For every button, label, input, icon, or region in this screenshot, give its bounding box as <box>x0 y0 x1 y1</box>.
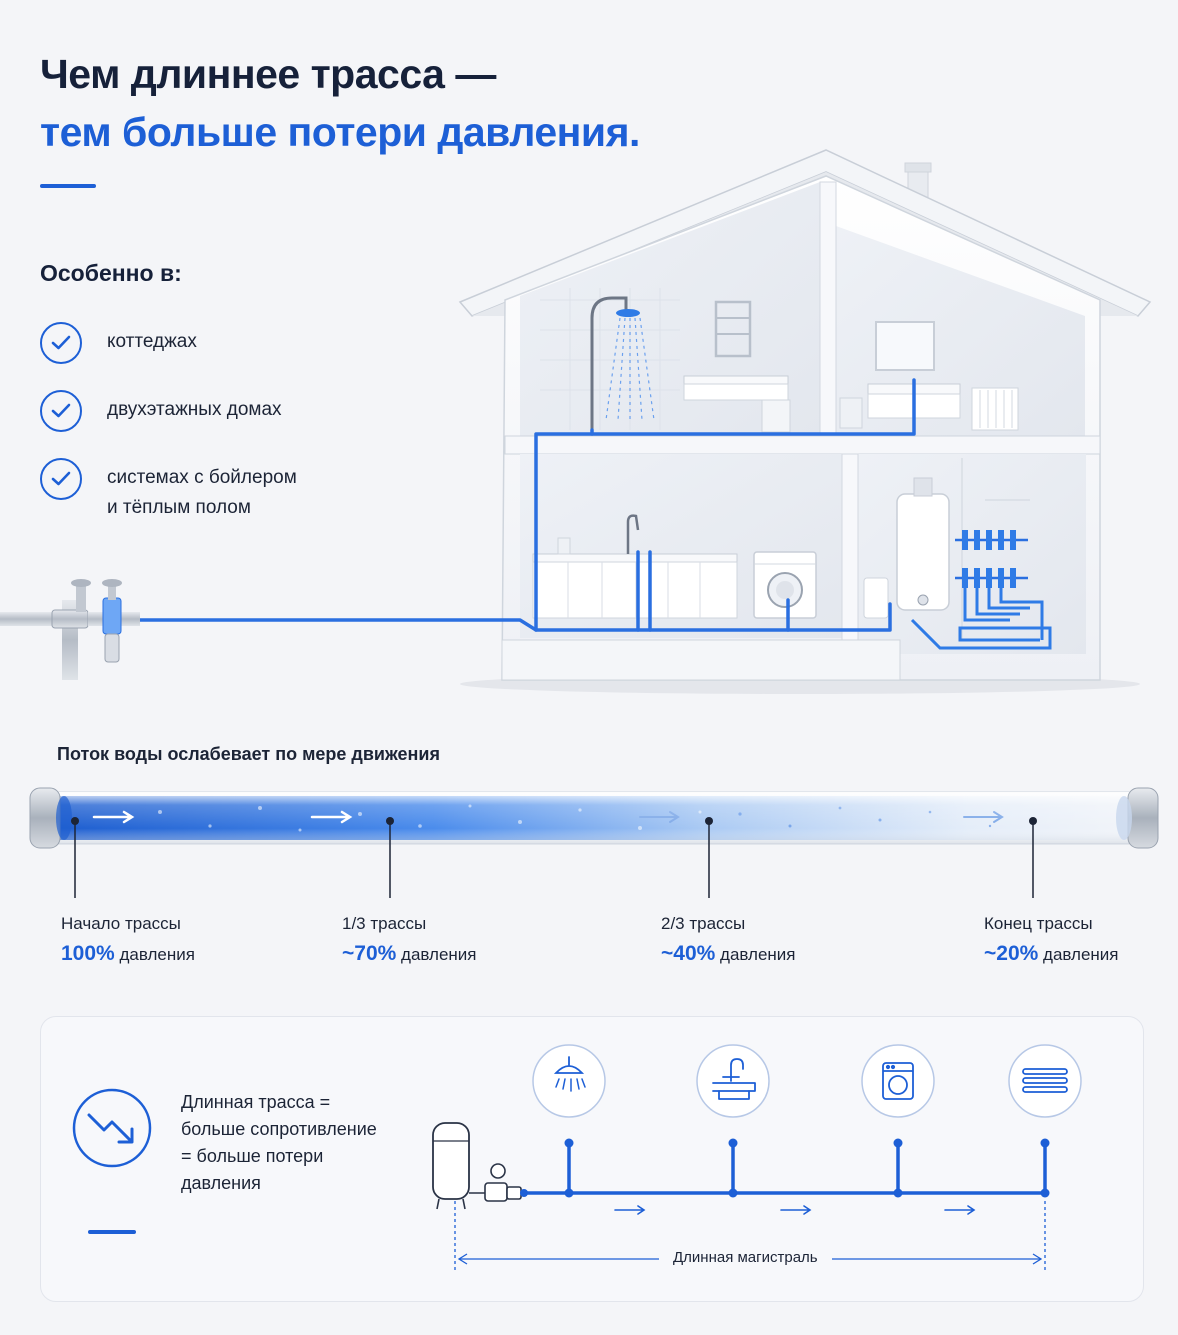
checkmark-icon <box>40 322 82 364</box>
check-item-label-2: и тёплым полом <box>107 497 251 518</box>
card-explanation: Длинная трасса = больше сопротивление = … <box>181 1089 377 1197</box>
water-pipe-illustration <box>29 787 1159 898</box>
washing-machine-icon <box>882 1062 914 1100</box>
marker-name: 2/3 трассы <box>661 914 746 933</box>
check-item-label: системах с бойлером <box>107 467 297 488</box>
marker-two-thirds: 2/3 трассы ~40% давления <box>661 912 796 967</box>
marker-third: 1/3 трассы ~70% давления <box>342 912 477 967</box>
pressure-valve-icon <box>469 1163 522 1202</box>
card-text-line: Длинная трасса = <box>181 1092 331 1112</box>
page-title-line1: Чем длиннее трасса — <box>40 51 496 97</box>
faucet-icon <box>712 1058 756 1100</box>
mainline-diagram <box>432 1044 1082 1273</box>
check-item-label: двухэтажных домах <box>107 399 282 420</box>
marker-percent: ~20% <box>984 942 1039 965</box>
floor-heating-icon <box>1022 1068 1068 1093</box>
title-underline <box>40 184 96 188</box>
marker-name: Конец трассы <box>984 914 1093 933</box>
marker-name: Начало трассы <box>61 914 181 933</box>
marker-start: Начало трассы 100% давления <box>61 912 195 967</box>
summary-card: Длинная трасса = больше сопротивление = … <box>40 1016 1144 1302</box>
marker-suffix: давления <box>119 945 195 964</box>
decline-arrow-icon <box>72 1088 152 1168</box>
mainline-label: Длинная магистраль <box>659 1249 832 1266</box>
check-item-boiler: системах с бойлером и тёплым полом <box>40 458 297 523</box>
marker-suffix: давления <box>401 945 477 964</box>
marker-percent: ~70% <box>342 942 397 965</box>
check-item-label: коттеджах <box>107 331 197 352</box>
check-item-two-storey: двухэтажных домах <box>40 390 282 432</box>
marker-percent: 100% <box>61 942 115 965</box>
marker-name: 1/3 трассы <box>342 914 427 933</box>
check-item-cottages: коттеджах <box>40 322 197 364</box>
shower-icon <box>553 1056 586 1092</box>
marker-end: Конец трассы ~20% давления <box>984 912 1119 967</box>
marker-suffix: давления <box>720 945 796 964</box>
marker-percent: ~40% <box>661 942 716 965</box>
card-underline <box>88 1230 136 1234</box>
card-text-line: = больше потери <box>181 1146 324 1166</box>
marker-suffix: давления <box>1043 945 1119 964</box>
checkmark-icon <box>40 390 82 432</box>
house-illustration <box>0 149 1152 694</box>
card-text-line: больше сопротивление <box>181 1119 377 1139</box>
especially-heading: Особенно в: <box>40 260 182 286</box>
flow-caption: Поток воды ослабевает по мере движения <box>57 744 440 764</box>
pressure-tank-icon <box>432 1122 470 1210</box>
checkmark-icon <box>40 458 82 500</box>
card-text-line: давления <box>181 1173 261 1193</box>
page-title-line2: тем больше потери давления. <box>40 109 640 155</box>
